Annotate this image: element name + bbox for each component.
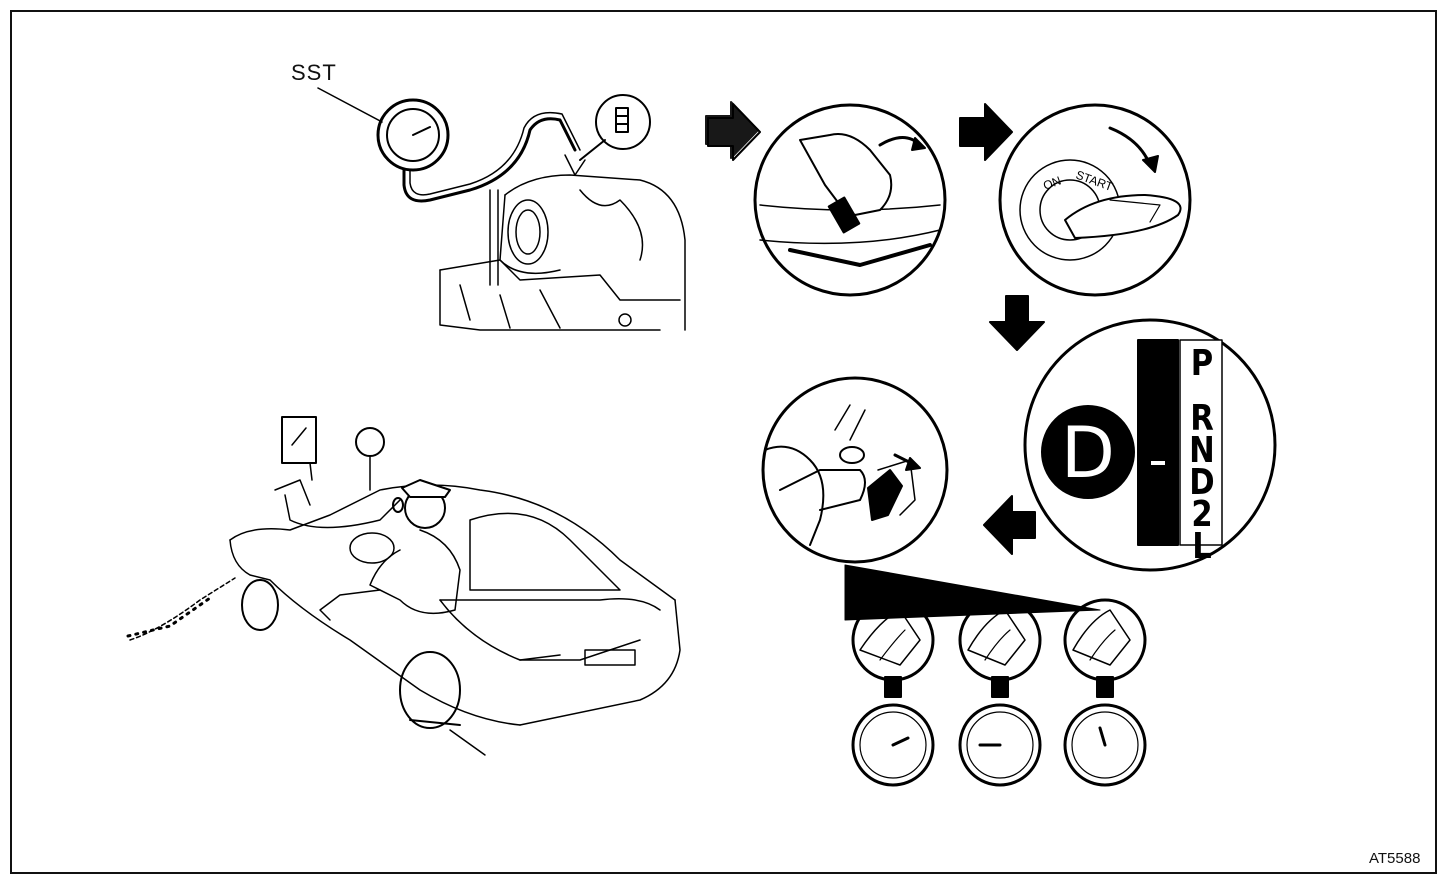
car-stall-test-scene (126, 416, 681, 756)
shift-indicator-mark (1149, 459, 1167, 467)
svg-text:START: START (1074, 168, 1115, 194)
gear-2-label: 2 (1191, 494, 1213, 535)
parking-brake-step (753, 103, 947, 297)
shift-to-d-step (1023, 318, 1277, 572)
flow-arrows (705, 101, 1045, 555)
gear-r-label: R (1190, 398, 1214, 439)
gauge-needle-1 (891, 736, 910, 747)
selected-position-letter: D (1061, 412, 1115, 494)
arrow-down (989, 295, 1045, 351)
sst-label: SST (291, 60, 337, 85)
arrow-right-2 (959, 103, 1013, 161)
pressure-port-detail-icon (579, 94, 651, 161)
gear-p-label: P (1190, 343, 1214, 384)
gauge-pair-2 (958, 598, 1042, 787)
pedal-step (761, 376, 949, 564)
sst-pressure-gauge (317, 87, 581, 203)
gear-d-label: D (1189, 462, 1215, 503)
transmission-case (439, 154, 686, 331)
ignition-start-step: ON START (998, 103, 1192, 297)
arrow-left (983, 495, 1036, 555)
selected-position-badge (1041, 405, 1135, 499)
throttle-sequence (844, 564, 1101, 621)
figure-id: AT5588 (1369, 850, 1421, 867)
gear-n-label: N (1189, 430, 1215, 471)
shift-gate (1137, 339, 1179, 546)
gear-l-label: L (1192, 526, 1212, 567)
gauge-pair-1 (851, 598, 935, 787)
svg-text:ON: ON (1041, 174, 1063, 193)
gauge-pair-3 (1063, 598, 1147, 787)
gauge-needle-3 (1098, 726, 1107, 747)
